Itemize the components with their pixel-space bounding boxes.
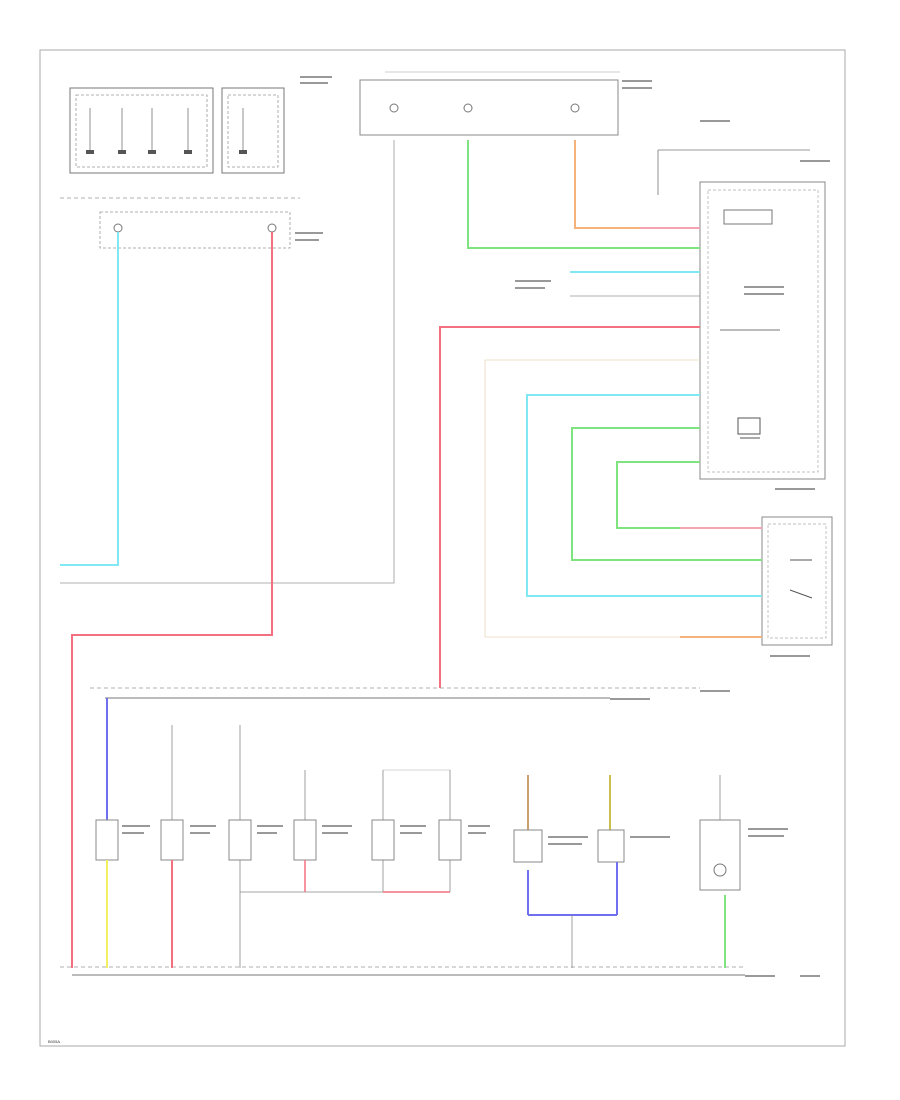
wire-cyan-right [526, 394, 762, 597]
wire-cyan-left [60, 232, 119, 566]
top-control-unit [359, 71, 620, 136]
light-control-switch [761, 516, 833, 646]
top-right-fuse-block [221, 87, 285, 174]
wire-green-lower [616, 461, 700, 529]
wire-beige [484, 359, 762, 638]
gauge-meter-assembly [657, 149, 826, 480]
top-left-fuse-block [69, 87, 214, 174]
footer-code: B005A [48, 1039, 60, 1044]
component-labels [122, 76, 830, 977]
wire-red-left [71, 232, 273, 968]
junction-connector [99, 211, 291, 249]
wire-gray-left [60, 140, 395, 584]
diagram-frame [39, 49, 846, 1047]
bottom-switches [95, 698, 741, 968]
wire-orange-top [574, 140, 700, 229]
wire-green-right [571, 427, 762, 561]
wire-green-top [467, 140, 700, 249]
wire-red-center [439, 326, 700, 688]
